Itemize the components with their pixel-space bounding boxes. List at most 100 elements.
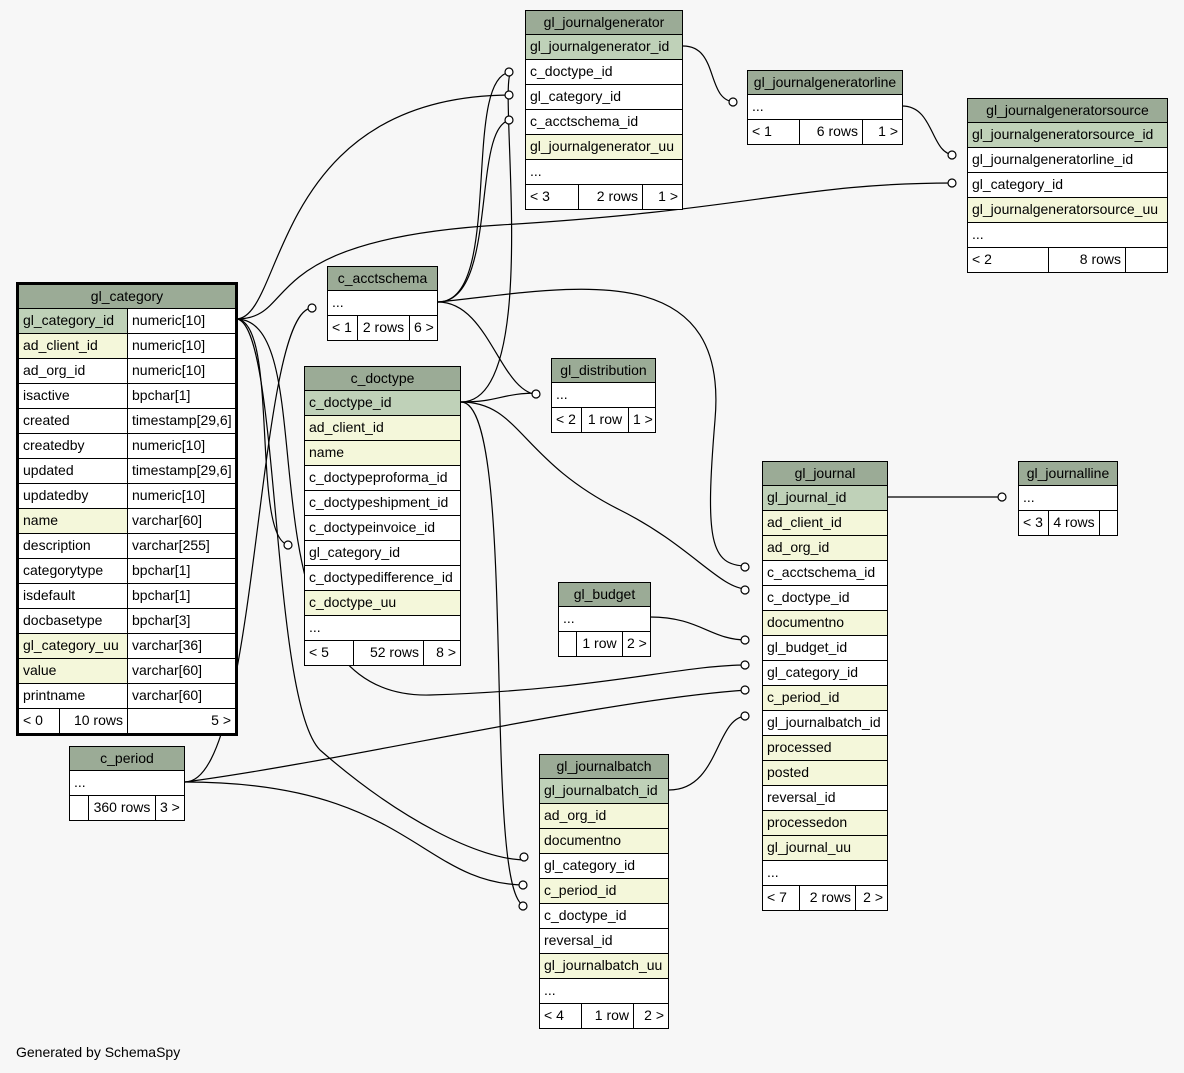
optional-end-marker bbox=[947, 150, 957, 160]
children-link[interactable]: 2 > bbox=[855, 886, 887, 910]
table-gl-journal[interactable]: gl_journal gl_journal_id ad_client_id ad… bbox=[762, 461, 888, 911]
column-name: c_acctschema_id bbox=[767, 564, 876, 580]
column-name: c_acctschema_id bbox=[530, 113, 639, 129]
table-title[interactable]: gl_category bbox=[19, 285, 235, 309]
optional-end-marker bbox=[504, 90, 514, 100]
parents-link[interactable]: < 1 bbox=[752, 123, 772, 139]
optional-end-marker bbox=[504, 67, 514, 77]
column-name: c_doctype_id bbox=[544, 907, 627, 923]
column-name: ad_org_id bbox=[767, 539, 830, 555]
row-count: 6 rows bbox=[799, 120, 862, 144]
table-title[interactable]: gl_journal bbox=[763, 462, 887, 486]
row-count: 2 rows bbox=[578, 185, 642, 209]
column-name: c_doctypeproforma_id bbox=[309, 469, 448, 485]
relationship-line bbox=[184, 307, 313, 783]
column-name: ad_org_id bbox=[544, 807, 607, 823]
table-gl-budget[interactable]: gl_budget ... 1 row 2 > bbox=[558, 582, 651, 657]
children-link[interactable]: 5 > bbox=[127, 709, 235, 733]
table-title[interactable]: gl_budget bbox=[559, 583, 650, 607]
table-gl-journalgeneratorsource[interactable]: gl_journalgeneratorsource gl_journalgene… bbox=[967, 98, 1168, 273]
column-name: ad_client_id bbox=[19, 334, 127, 358]
relationship-line bbox=[668, 715, 748, 791]
children-link[interactable]: 1 > bbox=[642, 185, 682, 209]
column-name: gl_journalgenerator_id bbox=[530, 38, 670, 54]
table-gl-journalbatch[interactable]: gl_journalbatch gl_journalbatch_id ad_or… bbox=[539, 754, 669, 1029]
column-type: varchar[36] bbox=[127, 634, 235, 658]
table-title[interactable]: gl_journalline bbox=[1019, 462, 1117, 486]
table-gl-journalgeneratorline[interactable]: gl_journalgeneratorline ... < 1 6 rows 1… bbox=[747, 70, 903, 145]
children-link[interactable]: 1 > bbox=[628, 408, 655, 432]
table-gl-journalline[interactable]: gl_journalline ... < 3 4 rows bbox=[1018, 461, 1118, 536]
optional-end-marker bbox=[740, 711, 750, 721]
children-link[interactable] bbox=[1099, 511, 1117, 535]
column-name: reversal_id bbox=[544, 932, 613, 948]
column-name: ... bbox=[530, 163, 542, 179]
row-count: 1 row bbox=[581, 408, 628, 432]
children-link[interactable]: 8 > bbox=[423, 641, 460, 665]
table-title[interactable]: gl_journalgeneratorsource bbox=[968, 99, 1167, 123]
children-link[interactable]: 6 > bbox=[409, 316, 437, 340]
column-name: documentno bbox=[767, 614, 845, 630]
parents-link[interactable]: < 5 bbox=[309, 644, 329, 660]
children-link[interactable]: 2 > bbox=[633, 1004, 668, 1028]
children-link[interactable] bbox=[1125, 248, 1167, 272]
column-name: c_doctypedifference_id bbox=[309, 569, 453, 585]
relationship-line bbox=[460, 401, 748, 590]
parents-link[interactable]: < 4 bbox=[544, 1007, 564, 1023]
parents-link[interactable]: < 1 bbox=[332, 319, 352, 335]
table-gl-journalgenerator[interactable]: gl_journalgenerator gl_journalgenerator_… bbox=[525, 10, 683, 210]
relationship-line bbox=[235, 182, 954, 320]
column-name: ... bbox=[767, 864, 779, 880]
row-count: 1 row bbox=[581, 1004, 633, 1028]
parents-link[interactable]: < 3 bbox=[530, 188, 550, 204]
table-title[interactable]: c_acctschema bbox=[328, 267, 437, 291]
row-count: 360 rows bbox=[88, 796, 155, 820]
table-title[interactable]: gl_journalgeneratorline bbox=[748, 71, 902, 95]
children-link[interactable]: 3 > bbox=[155, 796, 184, 820]
relationship-line bbox=[235, 318, 748, 696]
optional-end-marker bbox=[531, 389, 541, 399]
column-name: ... bbox=[332, 294, 344, 310]
parents-link[interactable] bbox=[70, 796, 88, 820]
column-name: gl_journalgeneratorline_id bbox=[972, 151, 1134, 167]
column-name: ... bbox=[544, 982, 556, 998]
optional-end-marker bbox=[283, 540, 293, 550]
column-name: documentno bbox=[544, 832, 622, 848]
column-type: varchar[60] bbox=[127, 659, 235, 683]
relationship-line bbox=[460, 392, 541, 403]
parents-link[interactable]: < 3 bbox=[1023, 514, 1043, 530]
table-gl-distribution[interactable]: gl_distribution ... < 2 1 row 1 > bbox=[551, 358, 656, 433]
table-c-doctype[interactable]: c_doctype c_doctype_id ad_client_id name… bbox=[304, 366, 461, 666]
optional-end-marker bbox=[947, 178, 957, 188]
table-title[interactable]: gl_journalbatch bbox=[540, 755, 668, 779]
table-title[interactable]: gl_journalgenerator bbox=[526, 11, 682, 35]
table-c-acctschema[interactable]: c_acctschema ... < 1 2 rows 6 > bbox=[327, 266, 438, 341]
column-name: updatedby bbox=[19, 484, 127, 508]
optional-end-marker bbox=[740, 562, 750, 572]
column-name: gl_journalgeneratorsource_uu bbox=[972, 201, 1159, 217]
optional-end-marker bbox=[740, 585, 750, 595]
column-name: c_doctype_uu bbox=[309, 594, 397, 610]
table-title[interactable]: c_doctype bbox=[305, 367, 460, 391]
table-title[interactable]: c_period bbox=[70, 747, 184, 771]
column-name: gl_journalbatch_id bbox=[767, 714, 881, 730]
relationship-line bbox=[235, 94, 513, 320]
column-type: bpchar[3] bbox=[127, 609, 235, 633]
column-name: gl_budget_id bbox=[767, 639, 848, 655]
parents-link[interactable]: < 7 bbox=[767, 889, 787, 905]
table-c-period[interactable]: c_period ... 360 rows 3 > bbox=[69, 746, 185, 821]
parents-link[interactable]: < 2 bbox=[972, 251, 992, 267]
column-name: gl_category_id bbox=[530, 88, 622, 104]
parents-link[interactable] bbox=[559, 632, 576, 656]
children-link[interactable]: 1 > bbox=[862, 120, 902, 144]
parents-link[interactable]: < 0 bbox=[23, 712, 43, 728]
column-type: varchar[255] bbox=[127, 534, 235, 558]
column-name: updated bbox=[19, 459, 127, 483]
column-name: ... bbox=[563, 610, 575, 626]
parents-link[interactable]: < 2 bbox=[556, 411, 576, 427]
children-link[interactable]: 2 > bbox=[622, 632, 650, 656]
table-title[interactable]: gl_distribution bbox=[552, 359, 655, 383]
optional-end-marker bbox=[518, 901, 528, 911]
optional-end-marker bbox=[518, 880, 528, 890]
